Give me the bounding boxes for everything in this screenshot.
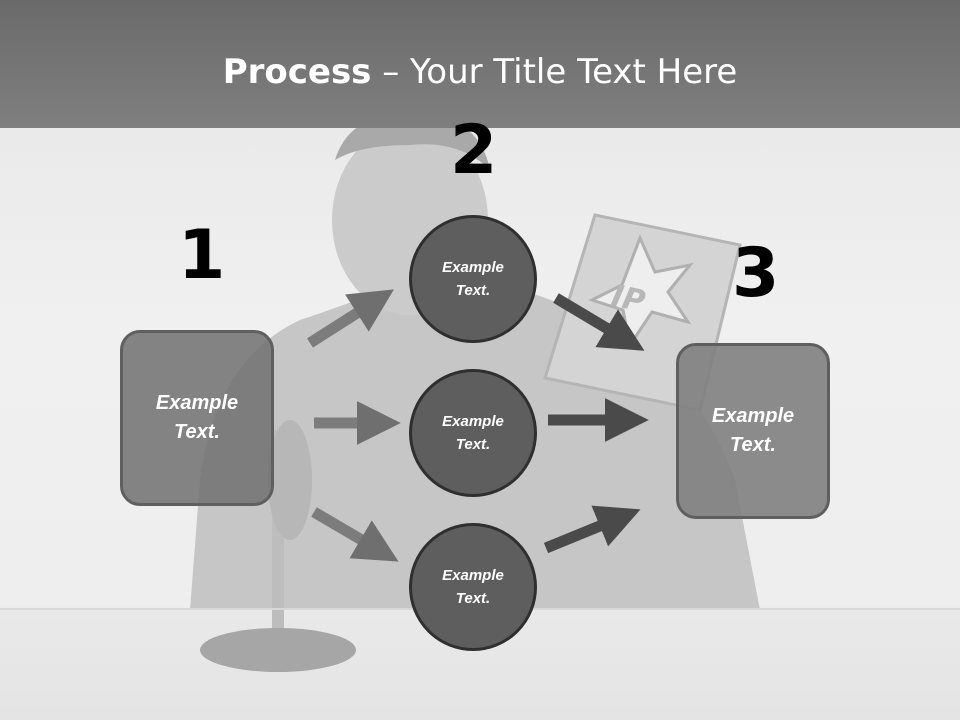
circle-middle-text: Example Text. [442,413,504,453]
step-3-box: Example Text. [676,343,830,519]
circle-bottom-text: Example Text. [442,567,504,607]
title-bold: Process [222,52,372,92]
title-rest: – Your Title Text Here [371,52,738,92]
step-3-box-text: Example Text. [711,405,795,456]
step-1-box-text: Example Text. [155,392,239,443]
step-2-circle-middle: Example Text. [409,369,537,497]
step-1-box: Example Text. [120,330,274,506]
title-band [0,0,960,128]
step-2-circle-top: Example Text. [409,215,537,343]
arrow-bottom-to-3 [543,505,641,554]
circle-top-text: Example Text. [442,259,504,299]
step-number-3: 3 [732,234,780,313]
step-number-1: 1 [178,216,226,295]
arrow-1-to-bottom [311,507,399,562]
arrow-top-to-3 [553,293,645,351]
step-number-2: 2 [450,111,498,190]
arrow-1-to-top [307,289,394,348]
slide-title: Process – Your Title Text Here [0,52,960,92]
step-2-circle-bottom: Example Text. [409,523,537,651]
